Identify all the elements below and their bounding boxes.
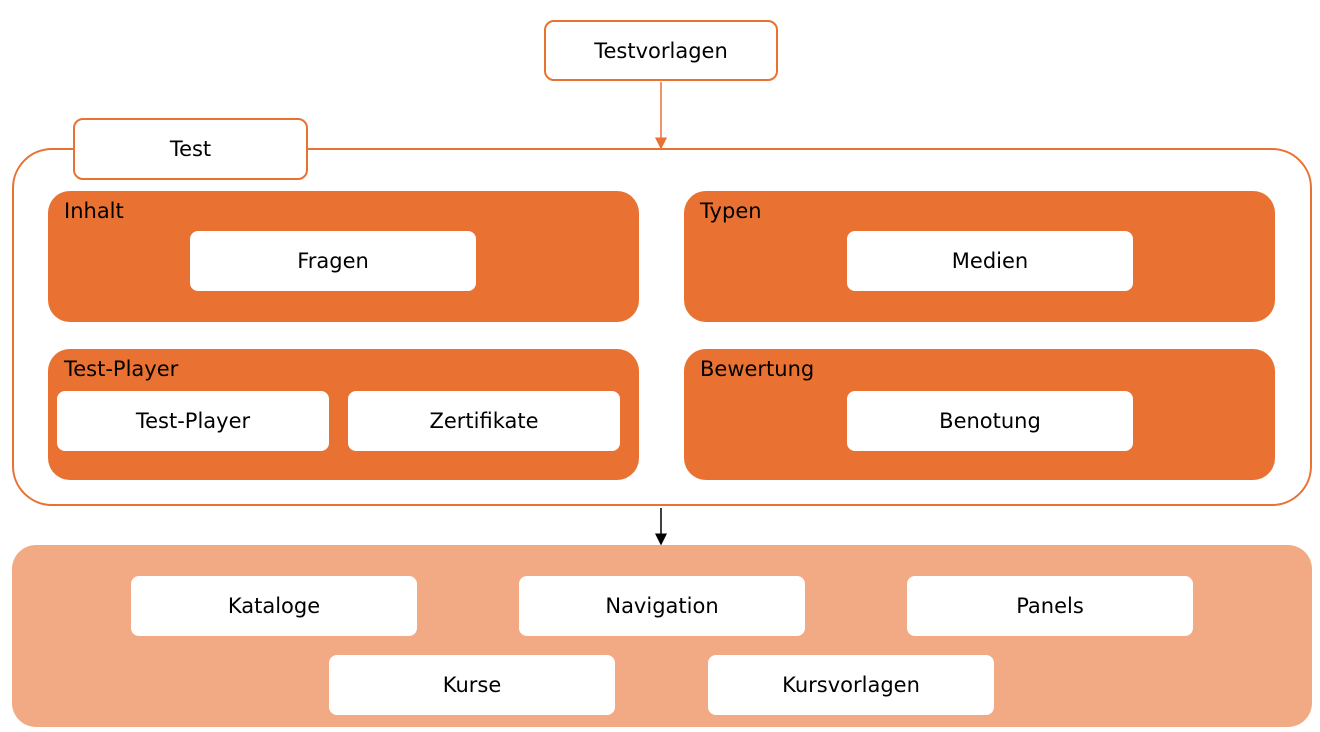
kataloge-label: Kataloge — [227, 594, 321, 618]
panels-label: Panels — [1016, 594, 1084, 618]
navigation-label: Navigation — [605, 594, 719, 618]
kurse-box: Kurse — [329, 655, 615, 715]
testvorlagen-label: Testvorlagen — [594, 38, 728, 63]
testvorlagen-box: Testvorlagen — [544, 20, 778, 81]
medien-box: Medien — [847, 231, 1133, 291]
zertifikate-box: Zertifikate — [348, 391, 620, 451]
kursvorlagen-box: Kursvorlagen — [708, 655, 994, 715]
zertifikate-label: Zertifikate — [429, 409, 539, 433]
fragen-box: Fragen — [190, 231, 476, 291]
test-label: Test — [169, 137, 212, 161]
kataloge-box: Kataloge — [131, 576, 417, 636]
navigation-box: Navigation — [519, 576, 805, 636]
medien-label: Medien — [951, 249, 1029, 273]
bottom-panel — [12, 545, 1312, 727]
bewertung-title: Bewertung — [700, 357, 815, 381]
bewertung-panel: Bewertung — [684, 349, 1275, 480]
inhalt-title: Inhalt — [64, 199, 124, 223]
kursvorlagen-label: Kursvorlagen — [782, 673, 920, 697]
benotung-label: Benotung — [939, 409, 1041, 433]
test-label-box: Test — [73, 118, 308, 180]
panels-box: Panels — [907, 576, 1193, 636]
test-player-title: Test-Player — [64, 357, 179, 381]
kurse-label: Kurse — [442, 673, 502, 697]
fragen-label: Fragen — [297, 249, 369, 273]
test-player-label: Test-Player — [135, 409, 251, 433]
typen-title: Typen — [700, 199, 762, 223]
benotung-box: Benotung — [847, 391, 1133, 451]
test-player-box: Test-Player — [57, 391, 329, 451]
